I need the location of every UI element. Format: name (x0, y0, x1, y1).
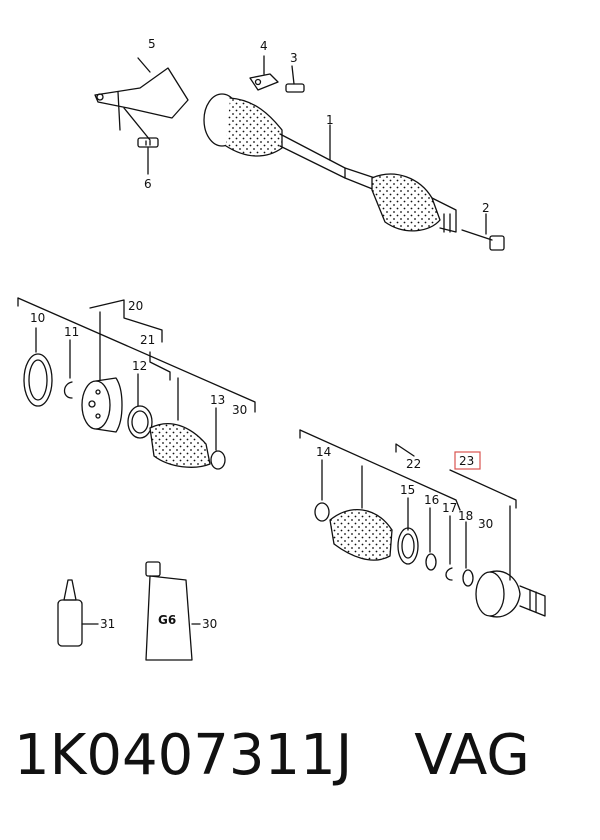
circlip-part-11 (63, 339, 73, 399)
callout-31: 31 (100, 617, 115, 631)
callout-10: 10 (30, 311, 45, 325)
inner-boot (149, 423, 211, 468)
callout-30-kit-right: 30 (478, 517, 493, 531)
kit-brackets-right (299, 429, 517, 581)
sealant-bottle-part-31 (57, 579, 99, 647)
callout-3: 3 (290, 51, 298, 65)
callout-18: 18 (458, 509, 473, 523)
callout-30-grease: 30 (202, 617, 217, 631)
callout-12: 12 (132, 359, 147, 373)
callout-14: 14 (316, 445, 331, 459)
cv-joint-housing (81, 377, 123, 433)
ring-part-16 (425, 507, 437, 571)
tube-marking: G6 (158, 613, 176, 627)
kit-brackets-left (17, 297, 256, 421)
clamp-part-14 (314, 459, 330, 522)
outer-cv-joint (475, 570, 546, 618)
callout-20: 20 (128, 299, 143, 313)
callout-21: 21 (140, 333, 155, 347)
clamp-part-15 (397, 497, 419, 565)
plate-part-4 (249, 55, 279, 91)
callout-30-kit-left: 30 (232, 403, 247, 417)
callout-22: 22 (406, 457, 421, 471)
callout-17: 17 (442, 501, 457, 515)
outer-boot (329, 509, 393, 561)
callout-5: 5 (148, 37, 156, 51)
circlip-part-18 (462, 521, 474, 587)
bolt-part-3 (285, 65, 305, 93)
callout-13: 13 (210, 393, 225, 407)
callout-6: 6 (144, 177, 152, 191)
callout-4: 4 (260, 39, 268, 53)
grease-tube-part-30 (145, 561, 201, 661)
brand-name: VAG (414, 723, 530, 788)
callout-15: 15 (400, 483, 415, 497)
clamp-part-12 (127, 373, 153, 439)
part-number: 1K0407311J (14, 723, 353, 788)
highlight-box (454, 451, 481, 470)
exploded-parts-diagram: G6 1 2 3 4 5 6 10 11 12 13 14 15 16 17 1… (17, 37, 546, 661)
clamp-part-13 (210, 407, 226, 470)
callout-2: 2 (482, 201, 490, 215)
callout-11: 11 (64, 325, 79, 339)
callout-23: 23 (459, 454, 474, 468)
spacer-part-17 (445, 515, 453, 581)
axle-bolt-part-2 (461, 213, 505, 251)
outer-cv-boot (371, 173, 457, 233)
heat-shield-part-5 (94, 57, 189, 141)
inner-cv-joint-boot (203, 93, 283, 157)
seal-ring-part-10 (23, 327, 53, 407)
bolt-part-6 (137, 137, 159, 175)
callout-1: 1 (326, 113, 334, 127)
axle-shaft-part-1 (279, 124, 376, 191)
callout-16: 16 (424, 493, 439, 507)
